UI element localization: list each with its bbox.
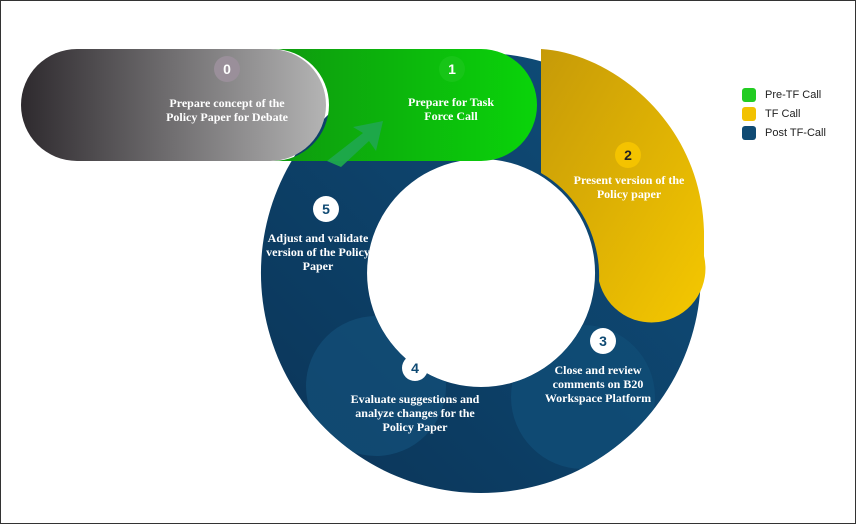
stage-2-number: 2: [615, 142, 641, 168]
legend-swatch: [742, 125, 756, 140]
stage-5-label: Adjust and validate version of the Polic…: [266, 231, 370, 273]
stage-0-label: Prepare concept of the Policy Paper for …: [166, 96, 288, 124]
stage-3-number: 3: [590, 328, 616, 354]
segment-stage-2: [541, 49, 706, 323]
legend-swatch: [742, 87, 756, 102]
segment-stage-1: [273, 49, 537, 161]
stage-3-label: Close and review comments on B20 Workspa…: [544, 363, 652, 405]
stage-1-number: 1: [439, 56, 465, 82]
legend: Pre-TF Call TF Call Post TF-Call: [742, 85, 826, 142]
segment-stage-0: [21, 49, 326, 161]
stage-4-number: 4: [402, 355, 428, 381]
stage-0-number: 0: [214, 56, 240, 82]
legend-swatch: [742, 106, 756, 121]
legend-item-post-tf: Post TF-Call: [742, 123, 826, 142]
legend-label: Pre-TF Call: [765, 88, 822, 101]
legend-label: TF Call: [765, 107, 801, 120]
legend-label: Post TF-Call: [765, 126, 826, 139]
stage-4-label: Evaluate suggestions and analyze changes…: [350, 392, 480, 434]
stage-2-label: Present version of the Policy paper: [573, 173, 685, 201]
stage-1-label: Prepare for Task Force Call: [407, 95, 494, 123]
arrow-up-icon: [327, 121, 383, 167]
legend-item-pre-tf: Pre-TF Call: [742, 85, 826, 104]
stage-5-number: 5: [313, 196, 339, 222]
legend-item-tf: TF Call: [742, 104, 826, 123]
